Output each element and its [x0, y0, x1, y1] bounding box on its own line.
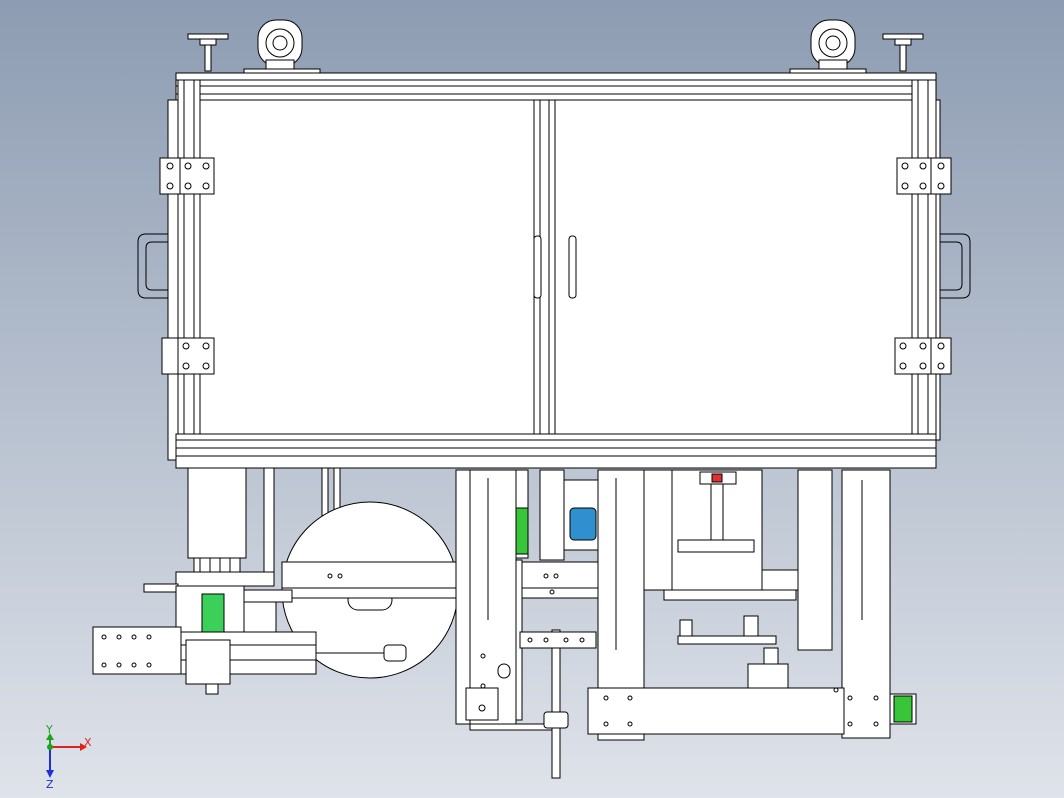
door-right: [554, 99, 913, 435]
column-base: [469, 723, 555, 731]
lower-crossbar: [587, 687, 845, 735]
colored-components: [201, 473, 913, 723]
caster-wheel-right: [810, 19, 856, 71]
red-press-indicator: [711, 473, 723, 483]
top-fixtures: [187, 19, 924, 75]
link-arm: [677, 635, 777, 645]
green-sensor-center: [515, 507, 529, 555]
cylinder-end: [205, 683, 219, 695]
door-handle-left: [533, 235, 542, 299]
blue-coupler: [569, 507, 597, 541]
hinge-top-right: [896, 157, 952, 195]
guide-rod-a: [263, 467, 275, 581]
right-column-plate: [643, 469, 675, 591]
top-rail: [175, 72, 937, 81]
hinge-top-left: [159, 157, 215, 195]
press-die: [677, 539, 755, 553]
frame-top: [175, 79, 937, 101]
slide-bracket: [243, 601, 277, 633]
leveling-foot-right: [882, 33, 924, 72]
horizontal-beam: [281, 561, 599, 589]
z-axis-head: [46, 770, 54, 778]
frame-left-outer: [167, 99, 179, 461]
side-handle-right-inner: [940, 241, 963, 291]
vertical-shaft: [551, 629, 561, 779]
y-axis-head: [46, 733, 54, 740]
motor-housing: [187, 467, 247, 559]
hinges: [159, 157, 952, 375]
side-handles: [137, 233, 971, 299]
link-cylinder: [747, 663, 789, 689]
hinge-bottom-left: [161, 337, 215, 375]
leveling-foot-left: [187, 33, 229, 72]
shaft-bracket: [519, 631, 597, 649]
right-leg-b: [841, 469, 891, 739]
frame-right-outer: [935, 99, 941, 441]
slide-clamp: [243, 589, 293, 603]
side-handle-right-outer: [940, 233, 971, 299]
y-axis-label: Y: [45, 723, 53, 736]
x-axis-label: X: [84, 736, 92, 749]
x-axis-head: [80, 743, 87, 751]
link-fitting-a: [679, 619, 693, 637]
linear-rail-left: [92, 626, 182, 675]
shaft-collar: [543, 711, 569, 729]
press-base: [663, 589, 797, 601]
press-side-mount: [761, 569, 799, 591]
axis-triad[interactable]: X Y Z: [45, 723, 92, 791]
knob-handle: [143, 583, 179, 593]
door-handle-right: [568, 235, 577, 299]
hinge-bottom-right: [894, 337, 952, 375]
side-handle-left-outer: [137, 233, 168, 299]
rod-end: [383, 644, 407, 662]
cabinet: [167, 72, 941, 469]
right-leg-a: [797, 469, 833, 651]
base-plate: [175, 455, 937, 469]
lower-mechanism: [92, 467, 917, 779]
column-foot: [465, 687, 499, 721]
press-rod: [710, 483, 724, 541]
green-gear-motor: [893, 695, 913, 723]
link-fitting-b: [743, 615, 759, 637]
frame-right-post: [911, 79, 937, 437]
triad-origin: [47, 744, 53, 750]
green-cylinder-left: [201, 593, 225, 633]
caster-wheel-left: [257, 19, 303, 71]
center-column: [455, 469, 517, 725]
frame-bottom: [175, 433, 937, 457]
motor-flange: [193, 557, 241, 573]
z-axis-label: Z: [46, 778, 54, 791]
door-left: [199, 99, 535, 435]
slide-top-bar: [175, 571, 275, 587]
motor-frame: [539, 469, 565, 561]
cylinder-head: [185, 639, 231, 685]
side-handle-left-inner: [145, 241, 168, 291]
frame-left-post: [177, 79, 201, 437]
link-clevis: [763, 647, 779, 665]
